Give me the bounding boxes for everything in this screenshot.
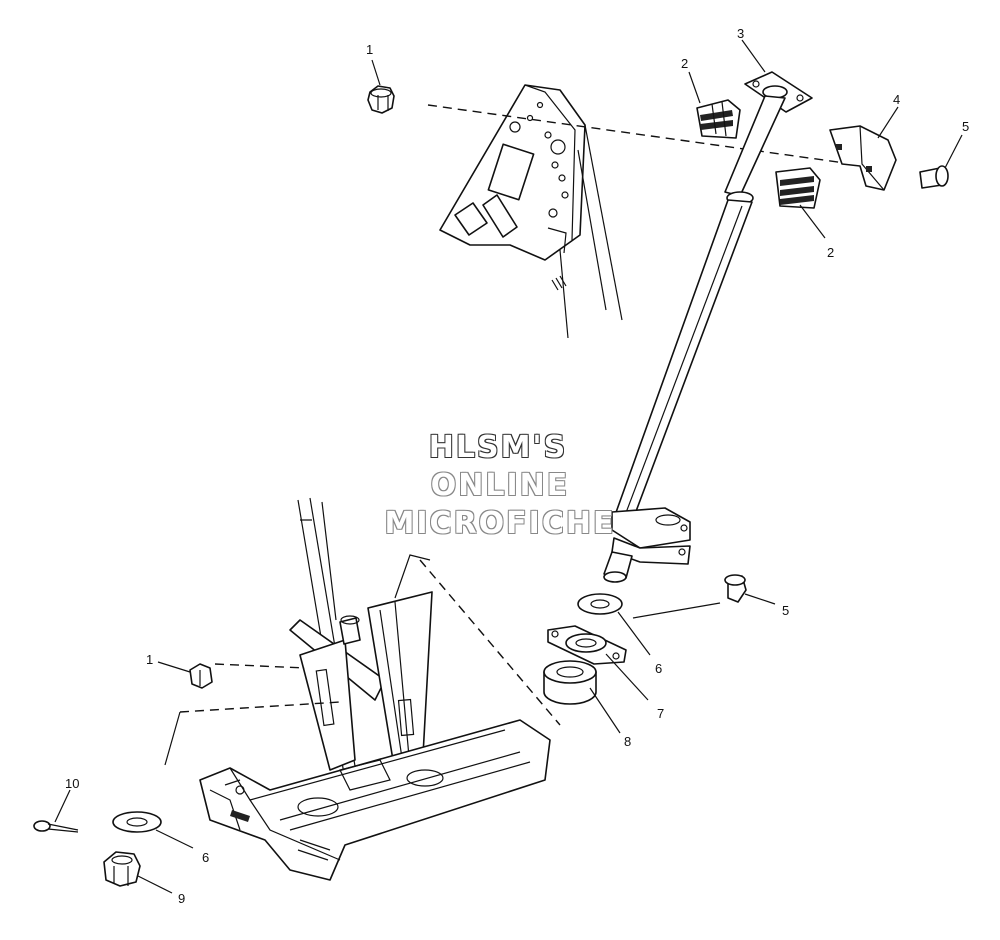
callout-2-top: 2 xyxy=(681,56,688,71)
callout-6-mid: 6 xyxy=(655,661,662,676)
steering-post xyxy=(603,71,813,583)
nut-lower xyxy=(189,663,213,689)
callout-9: 9 xyxy=(178,891,185,906)
upper-frame-bracket xyxy=(439,84,623,339)
alignment-line-low1 xyxy=(419,559,561,726)
washer-lower xyxy=(112,811,162,833)
rivet-mid xyxy=(724,574,747,603)
watermark-line-1: HLSM'S xyxy=(428,430,568,465)
cotter-pin xyxy=(33,820,79,833)
rubber-ring xyxy=(543,660,597,705)
watermark-line-3: MICROFICHE xyxy=(384,506,616,541)
callout-2-mid: 2 xyxy=(827,245,834,260)
watermark-line-2: ONLINE xyxy=(430,468,570,503)
rivet-top xyxy=(919,165,949,189)
callout-6-low: 6 xyxy=(202,850,209,865)
bushing-mid xyxy=(775,167,821,209)
callout-4: 4 xyxy=(893,92,900,107)
callout-5-top: 5 xyxy=(962,119,969,134)
washer-mid xyxy=(577,593,623,615)
nut-top xyxy=(367,85,395,114)
alignment-line-low2 xyxy=(214,663,306,669)
bushing-top xyxy=(696,99,741,139)
callout-7: 7 xyxy=(657,706,664,721)
alignment-line-top xyxy=(427,104,846,164)
callout-8: 8 xyxy=(624,734,631,749)
callout-10: 10 xyxy=(65,776,79,791)
alignment-line-rivet xyxy=(632,602,721,619)
alignment-line-low3 xyxy=(179,701,341,713)
callout-5-mid: 5 xyxy=(782,603,789,618)
callout-1-low: 1 xyxy=(146,652,153,667)
castle-nut xyxy=(103,851,141,887)
callout-3: 3 xyxy=(737,26,744,41)
callout-1-top: 1 xyxy=(366,42,373,57)
flange-plate xyxy=(547,625,627,665)
clamp-bracket xyxy=(829,125,897,191)
lower-frame-assembly xyxy=(199,497,551,881)
